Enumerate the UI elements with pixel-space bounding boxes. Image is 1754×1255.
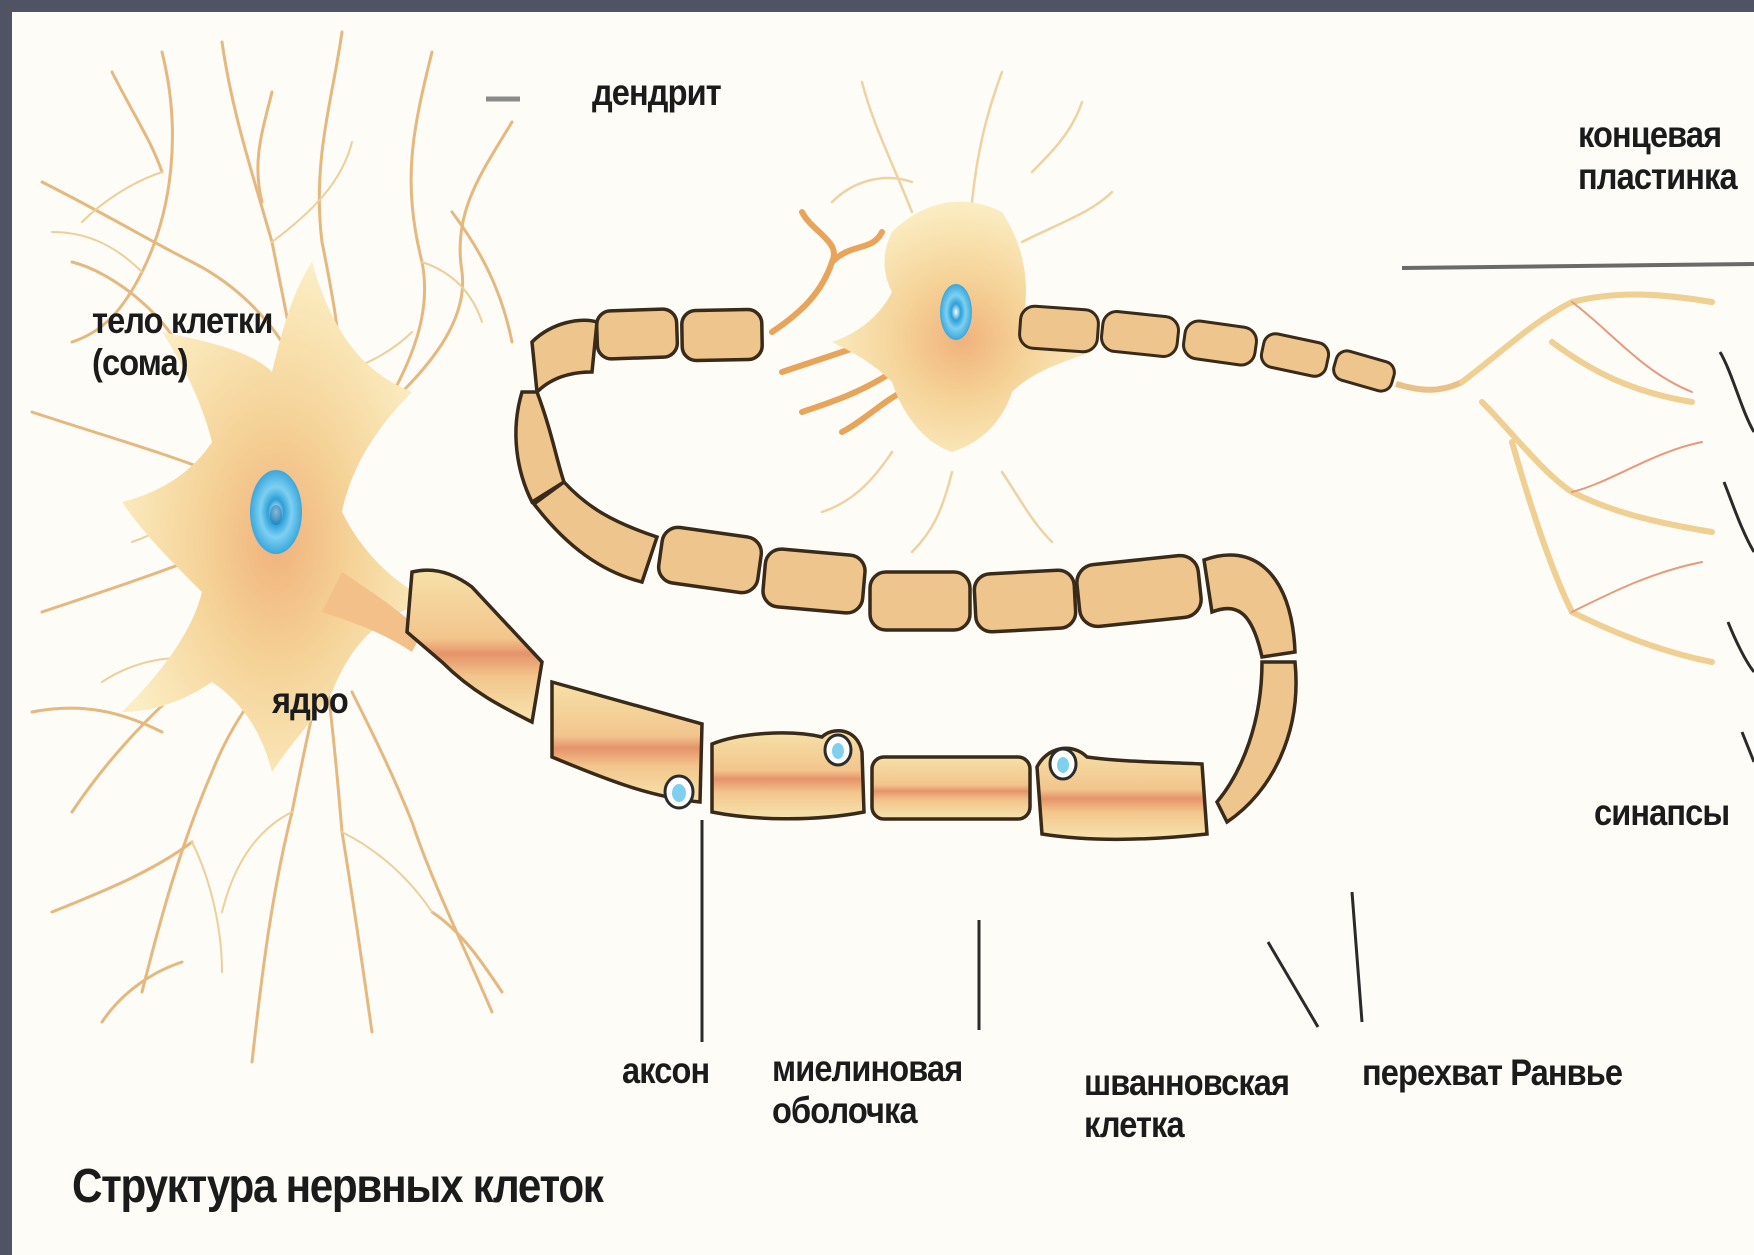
label-myelin-sheath-line1: миелиновая xyxy=(772,1048,962,1090)
left-nucleolus xyxy=(270,505,282,525)
middle-nucleus xyxy=(940,284,972,340)
label-cell-body-line2: (сома) xyxy=(92,342,272,384)
label-axon: аксон xyxy=(622,1050,709,1092)
label-cell-body: тело клетки (сома) xyxy=(92,300,272,384)
label-node-of-ranvier: перехват Ранвье xyxy=(1362,1052,1622,1094)
synapse-leader-lines xyxy=(1720,352,1754,762)
label-synapses: синапсы xyxy=(1594,792,1729,834)
label-dendrite: дендрит xyxy=(592,72,721,114)
diagram-title: Структура нервных клеток xyxy=(72,1160,603,1214)
label-nucleus: ядро xyxy=(272,680,348,722)
end-plate-leader-line xyxy=(1402,264,1754,268)
label-end-plate: концевая пластинка xyxy=(1578,114,1737,198)
diagram-frame: дендрит тело клетки (сома) ядро концевая… xyxy=(12,12,1754,1255)
end-plate-capillaries xyxy=(1572,302,1702,612)
label-end-plate-line2: пластинка xyxy=(1578,156,1737,198)
middle-axon-segments xyxy=(1019,305,1397,393)
label-end-plate-line1: концевая xyxy=(1578,114,1737,156)
label-schwann-cell-line1: шванновская xyxy=(1084,1062,1289,1104)
label-cell-body-line1: тело клетки xyxy=(92,300,272,342)
middle-axon-terminal xyxy=(1396,382,1462,390)
label-myelin-sheath-line2: оболочка xyxy=(772,1090,962,1132)
label-myelin-sheath: миелиновая оболочка xyxy=(772,1048,962,1132)
label-schwann-cell-line2: клетка xyxy=(1084,1104,1289,1146)
end-plate-branches xyxy=(1462,295,1712,663)
bottom-leader-lines xyxy=(702,820,1362,1042)
label-schwann-cell: шванновская клетка xyxy=(1084,1062,1289,1146)
